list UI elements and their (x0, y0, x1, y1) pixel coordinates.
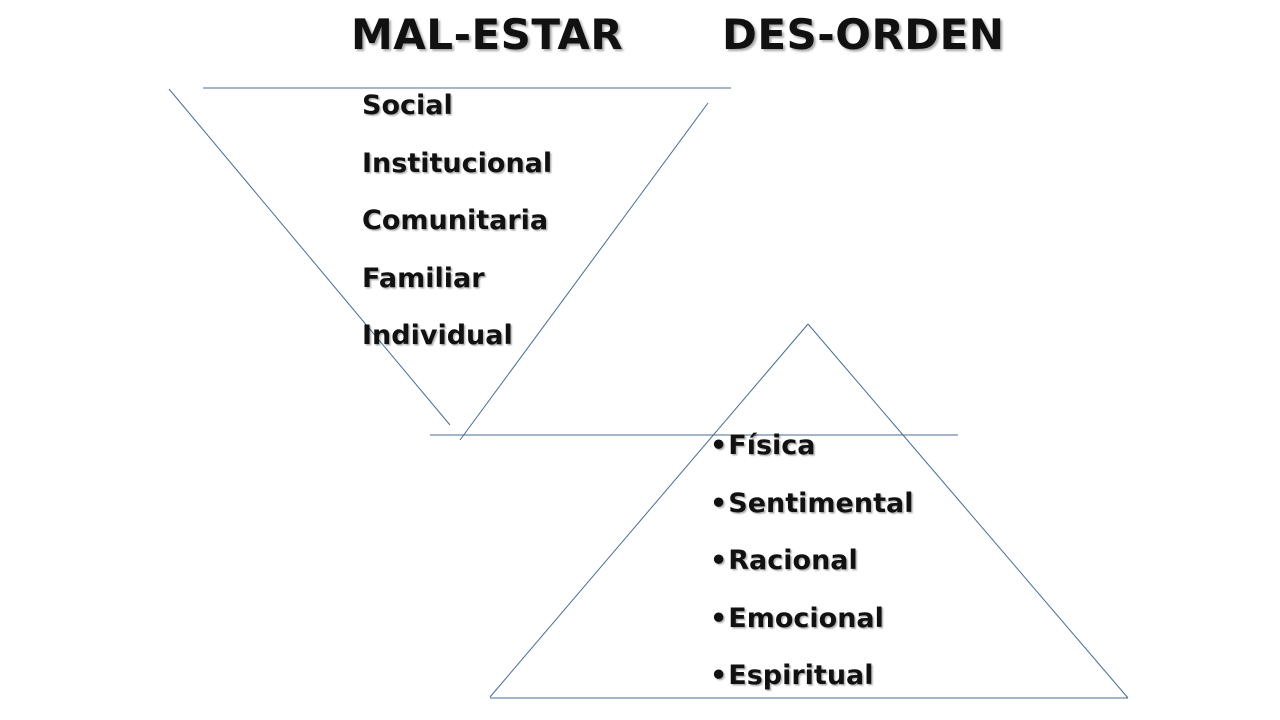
level-item: Social (362, 90, 453, 121)
inverted-triangle-left-edge (168, 88, 451, 426)
dimensions-list: •Física •Sentimental •Racional •Emociona… (710, 426, 913, 714)
dimension-item: •Racional (710, 541, 913, 599)
level-item: Institucional (362, 147, 553, 179)
dimension-label: Física (728, 430, 816, 461)
dimension-item: •Sentimental (710, 484, 913, 542)
bullet-icon: • (710, 430, 728, 461)
dimension-label: Espiritual (728, 660, 874, 691)
dimension-item: •Espiritual (710, 656, 913, 714)
upright-triangle-left-edge (489, 323, 809, 698)
title-des-orden: DES-ORDEN (722, 10, 1005, 59)
bullet-icon: • (710, 660, 728, 691)
level-item: Familiar (362, 262, 485, 294)
level-item: Comunitaria (362, 205, 549, 236)
dimension-label: Sentimental (728, 487, 914, 519)
dimension-item: •Física (710, 426, 913, 484)
dimension-item: •Emocional (710, 599, 913, 657)
bullet-icon: • (710, 545, 728, 576)
bullet-icon: • (710, 602, 728, 634)
upright-triangle-right-edge (807, 323, 1129, 699)
levels-list: Social Institucional Comunitaria Familia… (362, 86, 552, 374)
bullet-icon: • (710, 487, 728, 519)
dimension-label: Emocional (728, 602, 884, 634)
level-item: Individual (362, 320, 513, 351)
inverted-triangle-right-edge (459, 102, 709, 441)
title-mal-estar: MAL-ESTAR (351, 10, 624, 59)
dimension-label: Racional (728, 545, 858, 576)
